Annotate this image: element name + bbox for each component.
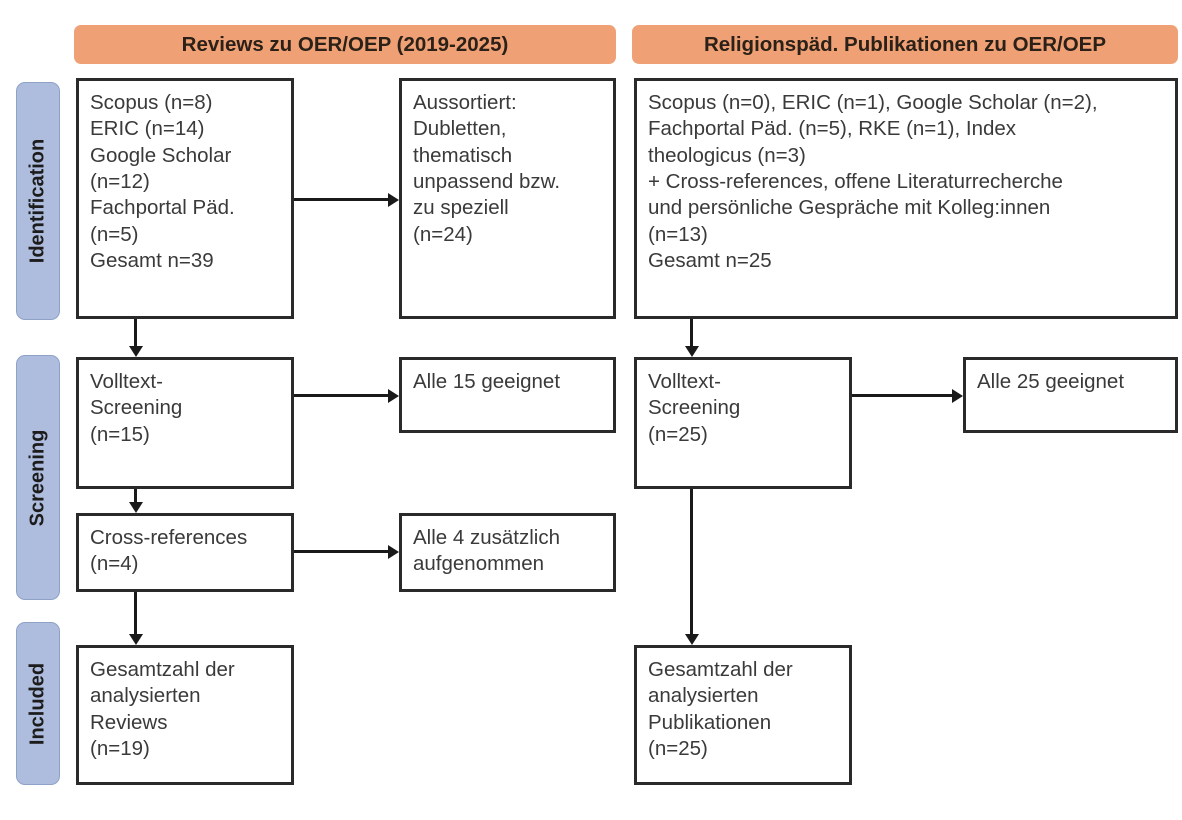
stage-rail-identification: Identification xyxy=(16,82,60,320)
right-fulltext-side-box: Alle 25 geeignet xyxy=(963,357,1178,433)
arrow-left-identification-to-excluded xyxy=(294,192,399,207)
arrow-left-identification-to-screening xyxy=(128,319,143,357)
arrow-left-crossreferences-to-side xyxy=(294,544,399,559)
column-header-publications: Religionspäd. Publikationen zu OER/OEP xyxy=(632,25,1178,64)
left-excluded-box: Aussortiert: Dubletten, thematisch unpas… xyxy=(399,78,616,319)
column-header-publications-label: Religionspäd. Publikationen zu OER/OEP xyxy=(703,32,1107,56)
right-fulltext-screening-box: Volltext- Screening (n=25) xyxy=(634,357,852,489)
arrow-left-screening-to-crossreferences xyxy=(128,489,143,513)
arrow-right-fulltext-to-side xyxy=(852,388,963,403)
left-fulltext-side-box: Alle 15 geeignet xyxy=(399,357,616,433)
arrow-left-fulltext-to-side xyxy=(294,388,399,403)
arrow-right-identification-to-screening xyxy=(684,319,699,357)
stage-rail-included: Included xyxy=(16,622,60,785)
arrow-left-crossreferences-to-included xyxy=(128,592,143,645)
stage-rail-screening: Screening xyxy=(16,355,60,600)
stage-label-screening: Screening xyxy=(26,429,49,526)
left-crossreferences-box: Cross-references (n=4) xyxy=(76,513,294,592)
right-identification-box: Scopus (n=0), ERIC (n=1), Google Scholar… xyxy=(634,78,1178,319)
right-included-box: Gesamtzahl der analysierten Publikatione… xyxy=(634,645,852,785)
left-fulltext-screening-box: Volltext- Screening (n=15) xyxy=(76,357,294,489)
arrow-right-screening-to-included xyxy=(684,489,699,645)
stage-label-included: Included xyxy=(26,662,49,745)
column-header-reviews: Reviews zu OER/OEP (2019-2025) xyxy=(74,25,616,64)
left-included-box: Gesamtzahl der analysierten Reviews (n=1… xyxy=(76,645,294,785)
column-header-reviews-label: Reviews zu OER/OEP (2019-2025) xyxy=(181,32,509,56)
left-identification-box: Scopus (n=8) ERIC (n=14) Google Scholar … xyxy=(76,78,294,319)
stage-label-identification: Identification xyxy=(26,138,49,264)
left-crossreferences-side-box: Alle 4 zusätzlich aufgenommen xyxy=(399,513,616,592)
